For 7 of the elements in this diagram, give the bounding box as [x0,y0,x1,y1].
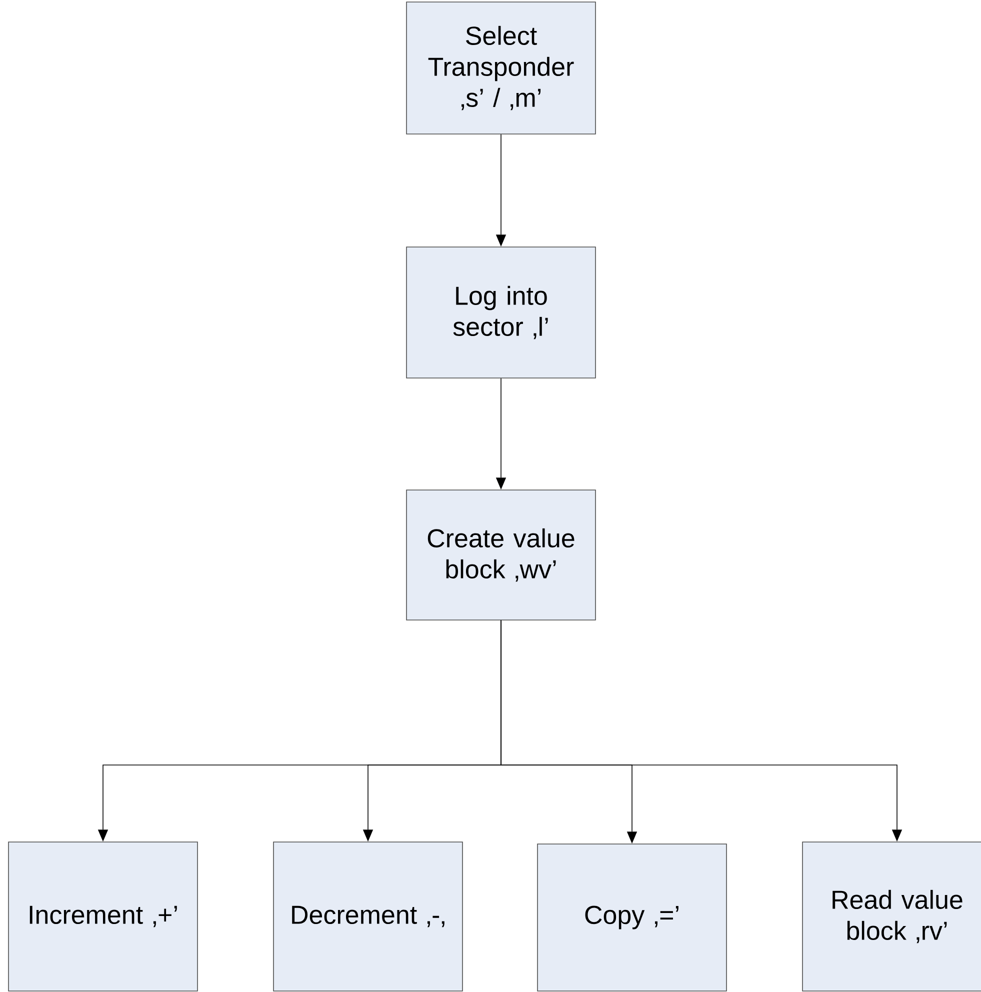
process-box: Select Transponder ‚s’ / ‚m’ [406,2,596,134]
process-box: Read value block ‚rv’ [802,842,981,992]
process-box: Log into sector ‚l’ [406,246,596,378]
process-box: Copy ‚=’ [537,844,727,992]
process-box: Decrement ‚-‚ [273,842,463,992]
process-box: Create value block ‚wv’ [406,490,596,620]
process-box: Increment ‚+’ [8,842,198,992]
